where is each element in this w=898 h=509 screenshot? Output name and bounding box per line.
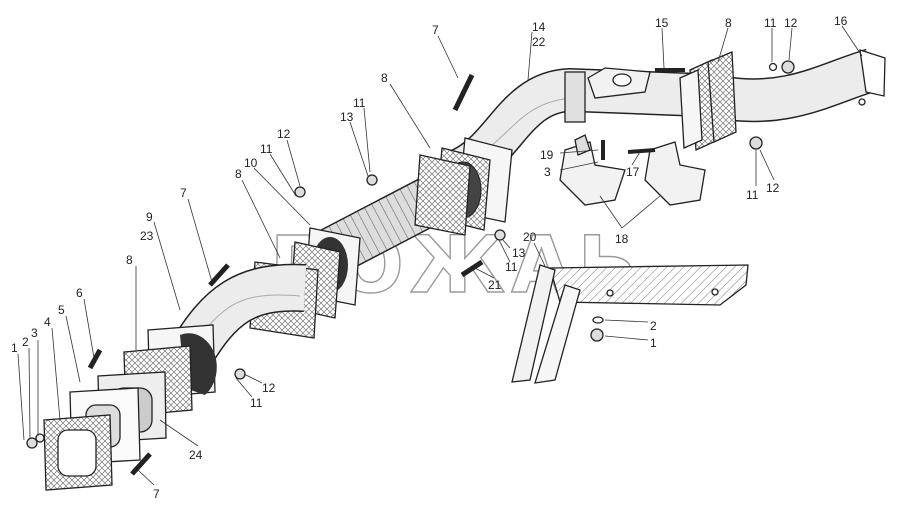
label-24: 24 [189,448,203,462]
flanges-lower [43,324,217,491]
label-11: 11 [764,16,777,30]
label-13: 13 [512,246,526,260]
label-3: 3 [544,165,551,179]
label-18: 18 [615,232,629,246]
label-16: 16 [834,14,848,28]
label-6: 6 [76,286,83,300]
label-23: 23 [140,229,154,243]
tail-pipe [721,48,886,123]
label-7: 7 [432,23,439,37]
part-labels: 7 14 22 15 8 11 12 16 8 11 13 12 11 10 8… [11,14,848,501]
label-21: 21 [488,278,502,292]
label-17: 17 [626,165,640,179]
label-8: 8 [126,253,133,267]
label-4: 4 [44,315,51,329]
label-11: 11 [250,396,263,410]
label-8: 8 [381,71,388,85]
label-1: 1 [11,341,18,355]
label-7: 7 [180,186,187,200]
support-bracket [511,264,749,384]
label-20: 20 [523,230,537,244]
label-15: 15 [655,16,669,30]
label-12: 12 [277,127,291,141]
leader-lines [17,25,863,486]
label-13: 13 [340,110,354,124]
label-5: 5 [58,303,65,317]
brackets [559,134,706,206]
label-11: 11 [746,188,759,202]
label-1: 1 [650,336,657,350]
label-9: 9 [146,210,153,224]
label-11: 11 [505,260,518,274]
label-22: 22 [532,35,546,49]
label-8: 8 [235,167,242,181]
label-12: 12 [262,381,276,395]
label-11: 11 [353,96,366,110]
label-11: 11 [260,142,273,156]
label-2: 2 [650,319,657,333]
label-8: 8 [725,16,732,30]
label-12: 12 [784,16,798,30]
flanges-middle [249,137,513,339]
flanges-upper-right [679,51,737,151]
label-14: 14 [532,20,546,34]
label-19: 19 [540,148,554,162]
label-3: 3 [31,326,38,340]
label-12: 12 [766,181,780,195]
fasteners [26,60,795,476]
label-7: 7 [153,487,160,501]
label-2: 2 [22,335,29,349]
label-10: 10 [244,156,258,170]
